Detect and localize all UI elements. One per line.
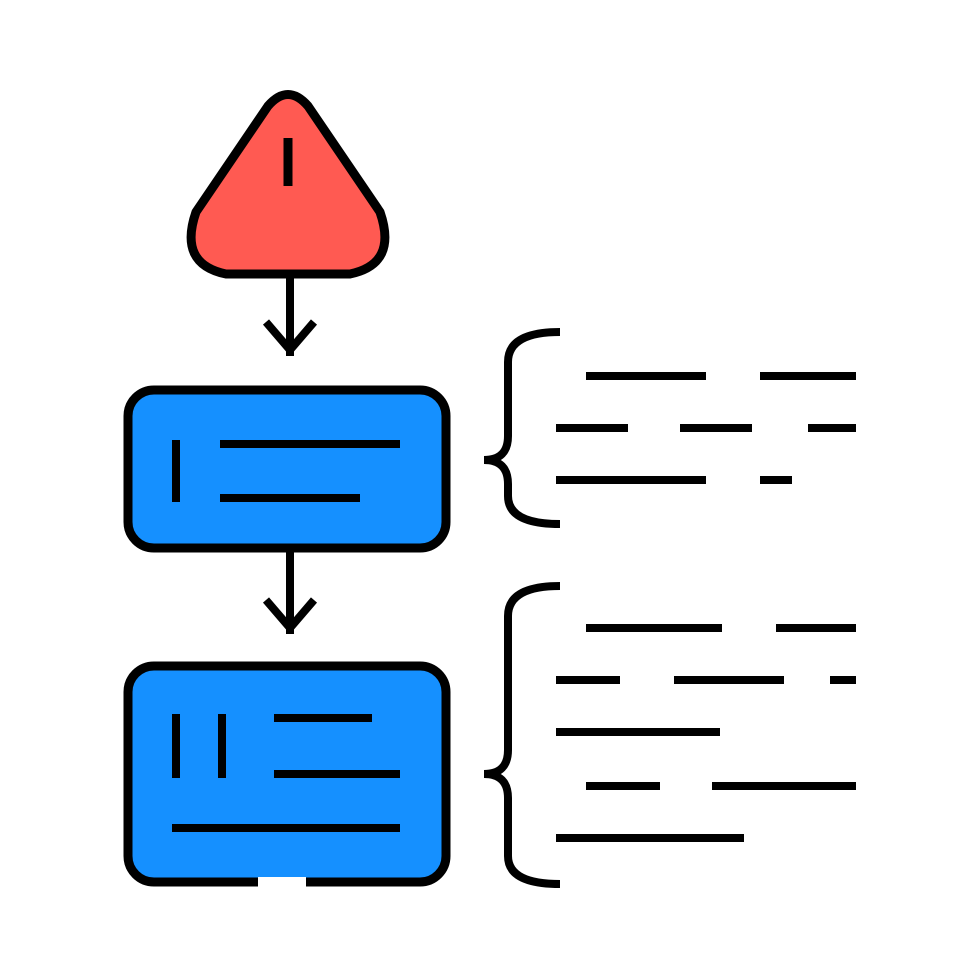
process-block-1 <box>123 385 451 553</box>
curly-brace-icon <box>483 582 561 888</box>
warning-triangle-icon <box>186 90 390 279</box>
process-block-2 <box>123 661 451 887</box>
description-lines-2 <box>556 624 856 842</box>
curly-brace-icon <box>483 328 561 528</box>
description-lines-1 <box>556 372 856 484</box>
down-arrow-icon <box>262 548 318 635</box>
down-arrow-icon <box>262 274 318 357</box>
